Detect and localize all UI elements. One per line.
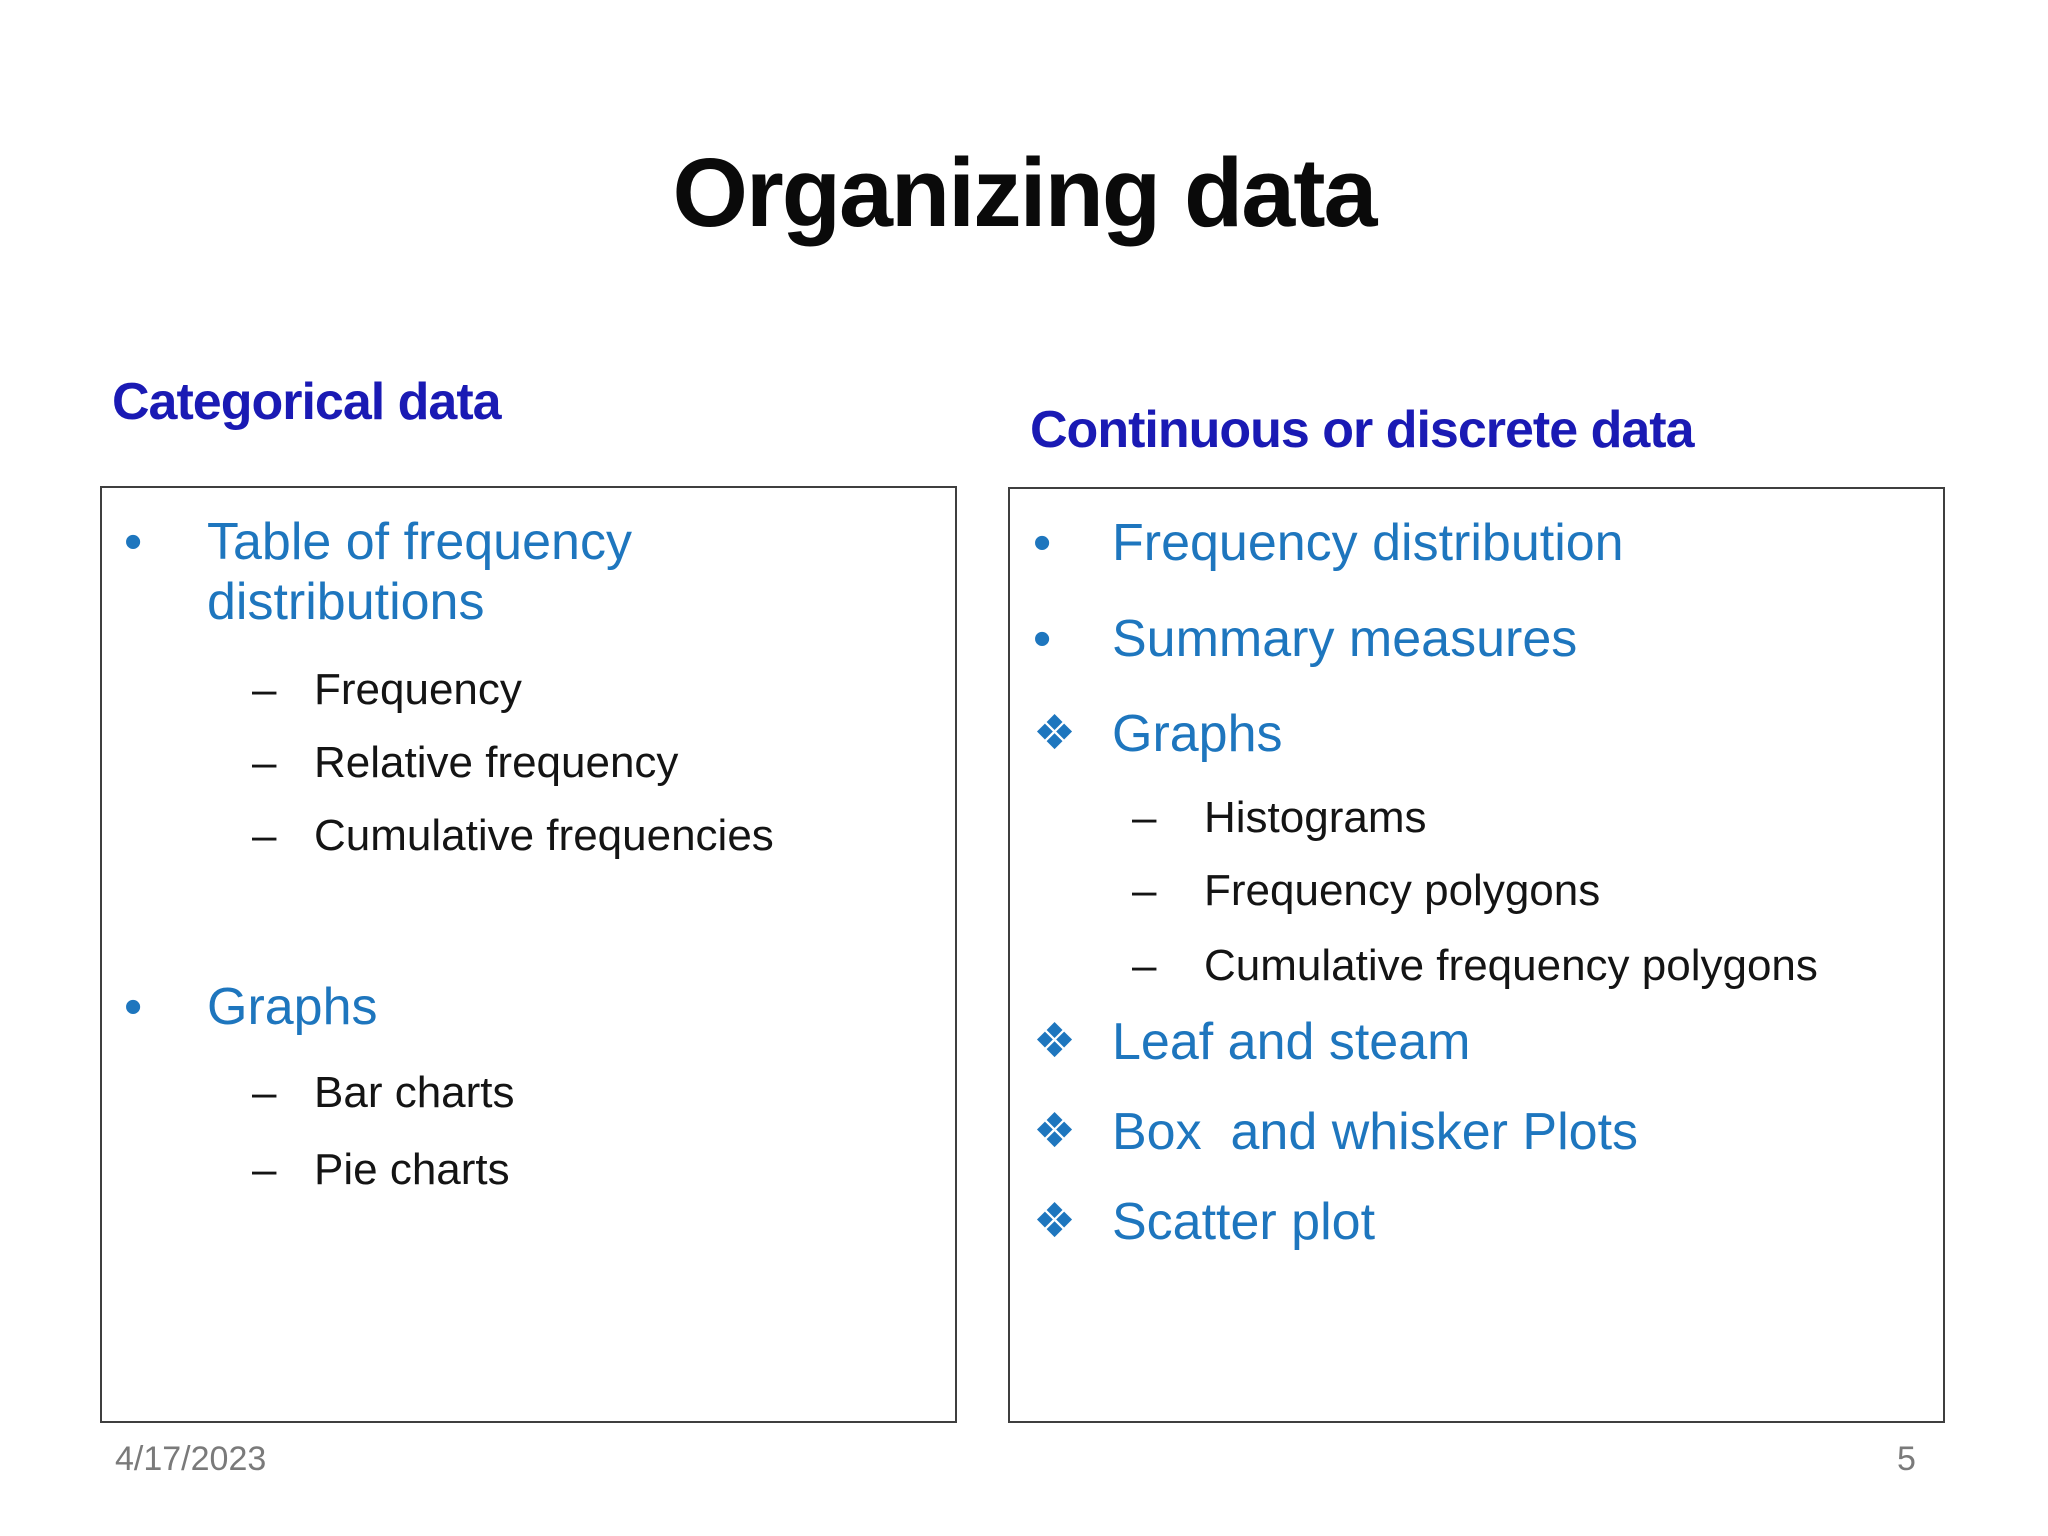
bullet-dot-icon: •	[124, 978, 143, 1036]
list-item-label: Frequency	[314, 665, 522, 714]
diamond-bullet-icon: ❖	[1033, 1105, 1077, 1158]
bullet-dot-icon: •	[124, 513, 143, 571]
list-item-label: Leaf and steam	[1112, 1013, 1471, 1071]
list-item: • Table of frequency distributions	[102, 512, 955, 632]
diamond-bullet-icon: ❖	[1033, 707, 1077, 760]
list-item-label: Bar charts	[314, 1068, 515, 1117]
dash-icon: –	[252, 665, 277, 714]
list-item-label: Cumulative frequency polygons	[1204, 941, 1818, 990]
list-item: – Histograms	[1132, 792, 1943, 844]
list-item: – Frequency	[252, 664, 955, 716]
dash-icon: –	[252, 811, 277, 860]
list-item: ❖ Scatter plot	[1010, 1192, 1943, 1252]
dash-icon: –	[252, 1068, 277, 1117]
list-item: ❖ Box and whisker Plots	[1010, 1102, 1943, 1162]
dash-icon: –	[252, 738, 277, 787]
dash-icon: –	[252, 1145, 277, 1194]
list-item: – Bar charts	[252, 1067, 955, 1119]
list-item-label: Cumulative frequencies	[314, 811, 774, 860]
left-list: • Table of frequency distributions – Fre…	[102, 488, 955, 1196]
list-item: • Summary measures	[1010, 609, 1943, 669]
list-item-label: Frequency polygons	[1204, 866, 1601, 915]
list-item: • Graphs	[102, 977, 955, 1037]
left-content-box: • Table of frequency distributions – Fre…	[100, 486, 957, 1423]
left-column-header: Categorical data	[112, 373, 502, 431]
diamond-bullet-icon: ❖	[1033, 1195, 1077, 1248]
list-item-label: Histograms	[1204, 793, 1427, 842]
list-item-label: Pie charts	[314, 1145, 510, 1194]
slide-title: Organizing data	[672, 138, 1378, 247]
list-item: – Relative frequency	[252, 737, 955, 789]
list-item-label: Frequency distribution	[1112, 514, 1624, 572]
list-item-label: Scatter plot	[1112, 1193, 1376, 1251]
dash-icon: –	[1132, 941, 1157, 990]
bullet-dot-icon: •	[1033, 514, 1052, 572]
dash-icon: –	[1132, 793, 1157, 842]
right-list: • Frequency distribution • Summary measu…	[1010, 489, 1943, 1252]
list-item-label: Summary measures	[1112, 610, 1578, 668]
footer-date: 4/17/2023	[115, 1440, 267, 1478]
right-content-box: • Frequency distribution • Summary measu…	[1008, 487, 1945, 1423]
diamond-bullet-icon: ❖	[1033, 1015, 1077, 1068]
list-item-label: Box and whisker Plots	[1112, 1103, 1639, 1161]
list-item: – Frequency polygons	[1132, 865, 1943, 917]
page-number: 5	[1897, 1440, 1916, 1478]
dash-icon: –	[1132, 866, 1157, 915]
list-item-label: Graphs	[1112, 705, 1283, 763]
list-item: – Cumulative frequency polygons	[1132, 940, 1943, 992]
bullet-dot-icon: •	[1033, 610, 1052, 668]
list-item: – Pie charts	[252, 1144, 955, 1196]
list-item: ❖ Leaf and steam	[1010, 1012, 1943, 1072]
right-column-header: Continuous or discrete data	[1030, 401, 1695, 459]
list-item: – Cumulative frequencies	[252, 810, 955, 862]
list-item: • Frequency distribution	[1010, 513, 1943, 573]
list-item-label: Table of frequency distributions	[207, 513, 647, 631]
list-item: ❖ Graphs	[1010, 704, 1943, 764]
list-item-label: Graphs	[207, 978, 378, 1036]
list-item-label: Relative frequency	[314, 738, 679, 787]
